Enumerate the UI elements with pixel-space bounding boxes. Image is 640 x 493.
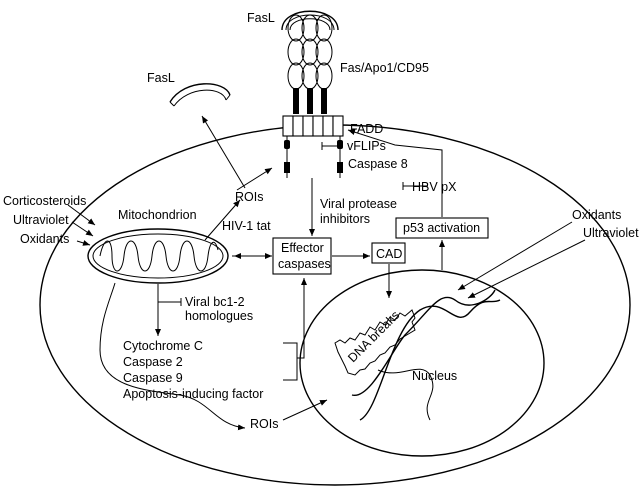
label-rois-top: ROIs [235, 190, 263, 204]
label-cad: CAD [376, 247, 402, 261]
label-oxidants-right: Oxidants [572, 208, 621, 222]
label-fasl-top: FasL [247, 11, 275, 25]
label-mitochondrion: Mitochondrion [118, 208, 197, 222]
label-effector-1: Effector [281, 241, 324, 255]
effector-caspases-box [272, 237, 332, 275]
label-ultraviolet-right: Ultraviolet [583, 226, 639, 240]
label-viral-protease-2: inhibitors [320, 212, 370, 226]
mitochondrion [87, 228, 229, 284]
label-p53: p53 activation [403, 221, 480, 235]
fas-receptor [287, 14, 333, 114]
label-hiv-tat: HIV-1 tat [222, 219, 271, 233]
label-caspase8: Caspase 8 [348, 157, 408, 171]
label-vflips: vFLIPs [347, 139, 386, 153]
label-viral-protease-1: Viral protease [320, 197, 397, 211]
cad-box [371, 242, 406, 264]
pathway-arrows [67, 115, 586, 431]
label-fadd: FADD [350, 122, 383, 136]
label-cytochrome-c: Cytochrome C [123, 339, 203, 353]
label-ultraviolet-left: Ultraviolet [13, 213, 69, 227]
label-rois-bottom: ROIs [250, 417, 278, 431]
label-fas-receptor: Fas/Apo1/CD95 [340, 61, 429, 75]
dna-breaks-box [334, 309, 416, 376]
label-hbv-px: HBV pX [412, 180, 457, 194]
label-fasl-left: FasL [147, 71, 175, 85]
cytochrome-bracket [283, 342, 298, 381]
nucleus [299, 269, 545, 457]
caspase8-shapes [284, 136, 343, 178]
cell-membrane [39, 124, 631, 486]
label-viral-bcl2-2: homologues [185, 309, 253, 323]
fasl-ligand-left [169, 83, 231, 107]
label-nucleus: Nucleus [412, 369, 457, 383]
dna-helix [351, 289, 501, 421]
fasl-ligand-top [281, 10, 339, 31]
label-caspase2: Caspase 2 [123, 355, 183, 369]
inhibition-bars [158, 142, 428, 306]
label-effector-2: caspases [278, 257, 331, 271]
label-caspase9: Caspase 9 [123, 371, 183, 385]
p53-box [395, 217, 489, 239]
label-dna-breaks: DNA breaks [345, 308, 402, 365]
label-aif: Apoptosis-inducing factor [123, 387, 263, 401]
fadd-complex [282, 115, 344, 137]
label-corticosteroids: Corticosteroids [3, 194, 86, 208]
label-oxidants-left: Oxidants [20, 232, 69, 246]
label-viral-bcl2-1: Viral bc1-2 [185, 295, 245, 309]
